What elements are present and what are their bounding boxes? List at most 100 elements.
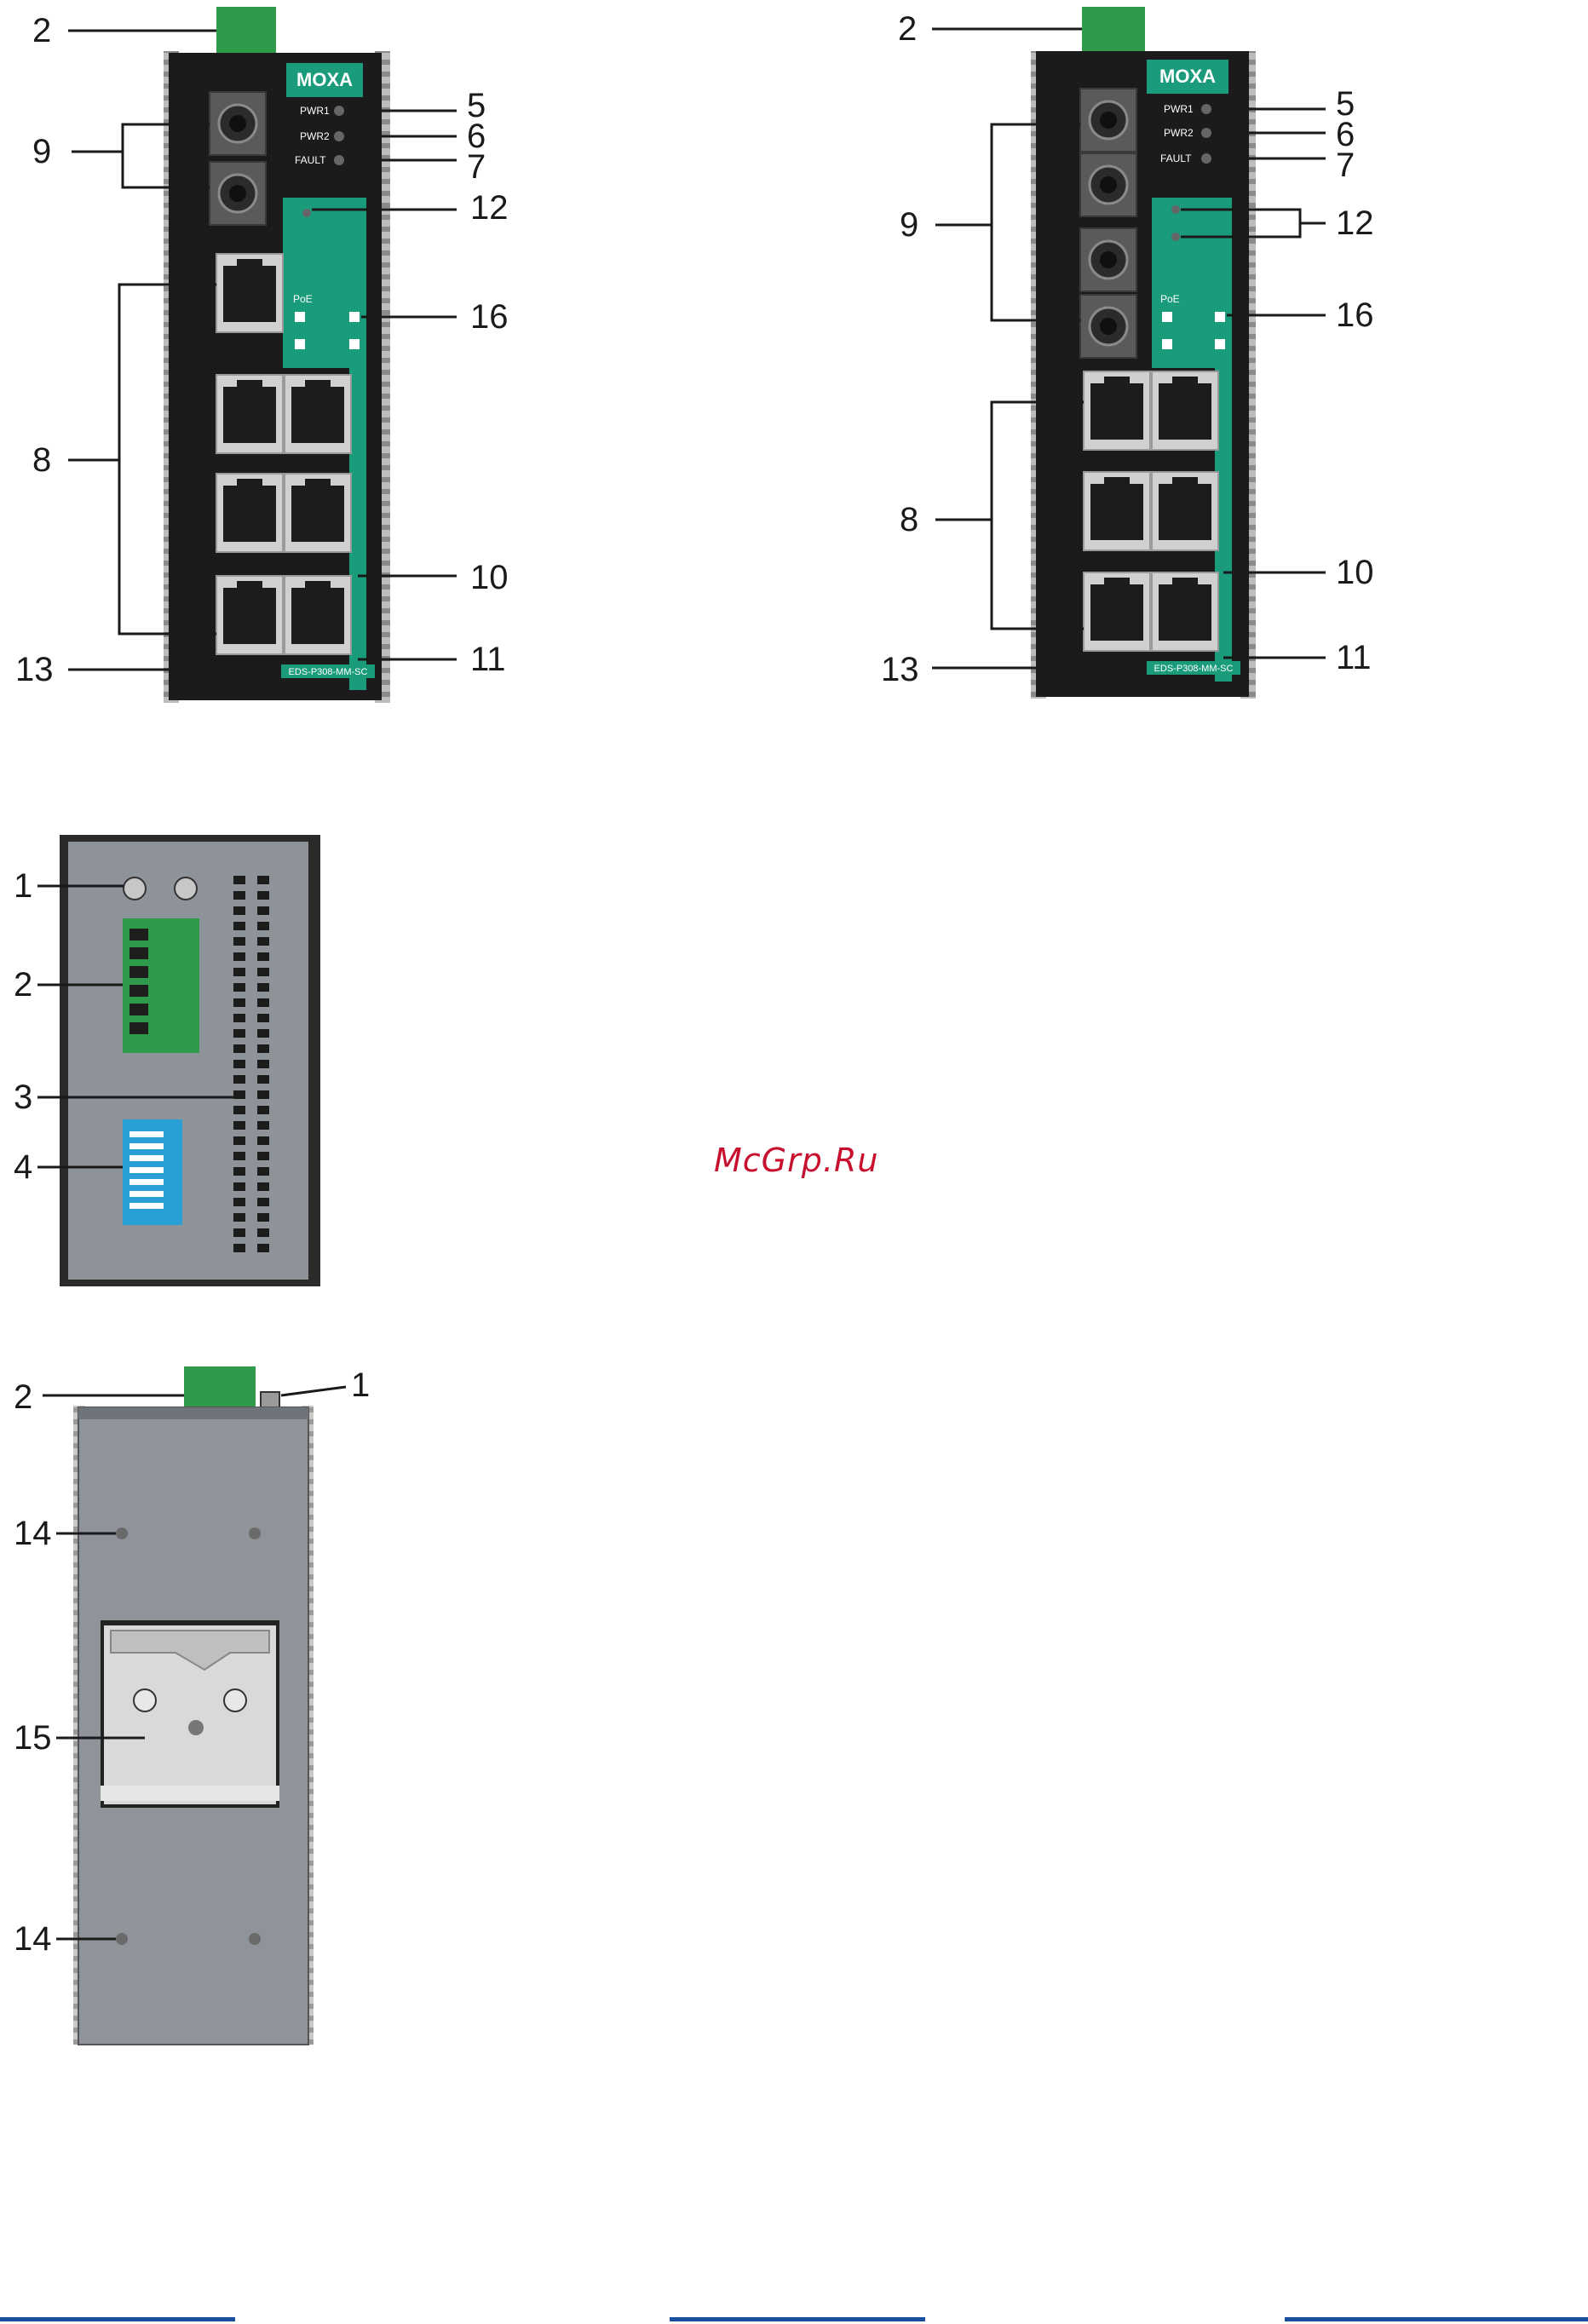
callout-13: 13 (15, 653, 54, 687)
front-view-1: MOXA PWR1 PWR2 FAULT PoE EDS-P308-MM-SC (68, 7, 457, 703)
vent-slot (233, 1213, 245, 1222)
vent-slot (233, 1182, 245, 1191)
vent-slot (257, 1090, 269, 1099)
vent-slot (257, 1182, 269, 1191)
vent-slot (233, 968, 245, 976)
poe-led-box-3 (1162, 312, 1172, 322)
vent-slot (257, 1014, 269, 1022)
terminal-block (184, 1366, 256, 1407)
led-label-fault: FAULT (295, 154, 326, 166)
vent-slot (233, 922, 245, 930)
footer-rule-right (1285, 2317, 1588, 2321)
vent-slot (233, 1014, 245, 1022)
vent-slot (233, 1106, 245, 1114)
mounting-hole (116, 1933, 128, 1945)
vent-slot (233, 876, 245, 884)
poe-led-box-2 (1215, 339, 1225, 349)
fiber-port-7-rx (1080, 295, 1136, 358)
led-label-pwr2: PWR2 (1164, 127, 1194, 139)
vent-slot (233, 1244, 245, 1252)
callout-12: 12 (470, 191, 509, 225)
vent-slot (257, 1228, 269, 1237)
vent-slot (233, 998, 245, 1007)
rj45-port-1 (1084, 572, 1150, 651)
rj45-port-4 (285, 474, 351, 552)
din-center-hole (188, 1720, 204, 1735)
footer-rule-center (670, 2317, 925, 2321)
poe-led-box-2 (349, 339, 360, 349)
mounting-hole (249, 1527, 261, 1539)
fiber-port-tx (210, 92, 266, 155)
vent-slot (233, 1136, 245, 1145)
callout-2: 2 (32, 14, 51, 48)
led-label-pwr2: PWR2 (300, 130, 330, 142)
vent-slot (233, 1090, 245, 1099)
vent-slot (233, 906, 245, 915)
callout-8: 8 (32, 443, 51, 477)
led-label-pwr1: PWR1 (300, 105, 330, 117)
vent-slot (233, 952, 245, 961)
callout-14: 14 (14, 1922, 52, 1956)
vent-slot (257, 1106, 269, 1114)
poe-led-box-4 (349, 312, 360, 322)
callout-7: 7 (1336, 148, 1355, 182)
mounting-hole (249, 1933, 261, 1945)
model-label: EDS-P308-MM-SC (1154, 664, 1234, 674)
vent-slot (257, 1167, 269, 1176)
vent-slot (257, 1029, 269, 1038)
fiber-port-rx (210, 162, 266, 225)
vent-slot (257, 922, 269, 930)
vent-slot (257, 998, 269, 1007)
rj45-port-2 (1152, 572, 1218, 651)
led-label-fault: FAULT (1160, 152, 1192, 164)
callout-7: 7 (467, 150, 486, 184)
vent-slot (257, 1198, 269, 1206)
callout-9: 9 (900, 208, 918, 242)
vent-slot (257, 968, 269, 976)
rj45-port-5 (216, 375, 283, 453)
rear-view (43, 1366, 346, 2045)
callout-3: 3 (14, 1080, 32, 1114)
callout-2: 2 (898, 12, 917, 46)
front-view-2: MOXA PWR1 PWR2 FAULT PoE EDS-P308-MM-SC (932, 7, 1326, 699)
led-pwr2 (334, 131, 344, 141)
ground-screw (261, 1392, 279, 1407)
vent-slot (257, 1213, 269, 1222)
vent-slot (233, 1167, 245, 1176)
rj45-port-4 (1152, 472, 1218, 550)
rj45-port-5 (1084, 371, 1150, 450)
callout-11: 11 (1336, 641, 1372, 675)
callout-15: 15 (14, 1721, 52, 1755)
callout-13: 13 (881, 653, 919, 687)
footer-rule-left (0, 2317, 235, 2321)
vent-slot (233, 937, 245, 946)
led-port-8 (1171, 205, 1180, 214)
vent-slot (257, 1152, 269, 1160)
poe-led-box-1 (295, 339, 305, 349)
callout-8: 8 (900, 503, 918, 537)
moxa-logo: MOXA (1159, 66, 1216, 87)
ground-screw (124, 877, 146, 900)
callout-1: 1 (351, 1368, 370, 1402)
vent-slot (233, 1198, 245, 1206)
poe-led-box-4 (1215, 312, 1225, 322)
din-screw (134, 1689, 156, 1711)
led-port-7 (1171, 233, 1180, 241)
poe-led-box-3 (295, 312, 305, 322)
vent-slot (257, 983, 269, 992)
callout-1: 1 (14, 869, 32, 903)
led-label-pwr1: PWR1 (1164, 103, 1194, 115)
callout-11: 11 (470, 642, 506, 676)
led-pwr1 (1201, 104, 1211, 114)
ground-symbol (175, 877, 197, 900)
rj45-port-3 (216, 474, 283, 552)
model-label: EDS-P308-MM-SC (289, 667, 368, 677)
callout-10: 10 (470, 561, 509, 595)
led-pwr1 (334, 106, 344, 116)
callout-9: 9 (32, 135, 51, 169)
rj45-port-2 (285, 576, 351, 654)
moxa-logo: MOXA (296, 69, 353, 90)
din-rail-lip (101, 1786, 279, 1801)
vent-slot (257, 1136, 269, 1145)
terminal-block (216, 7, 276, 58)
